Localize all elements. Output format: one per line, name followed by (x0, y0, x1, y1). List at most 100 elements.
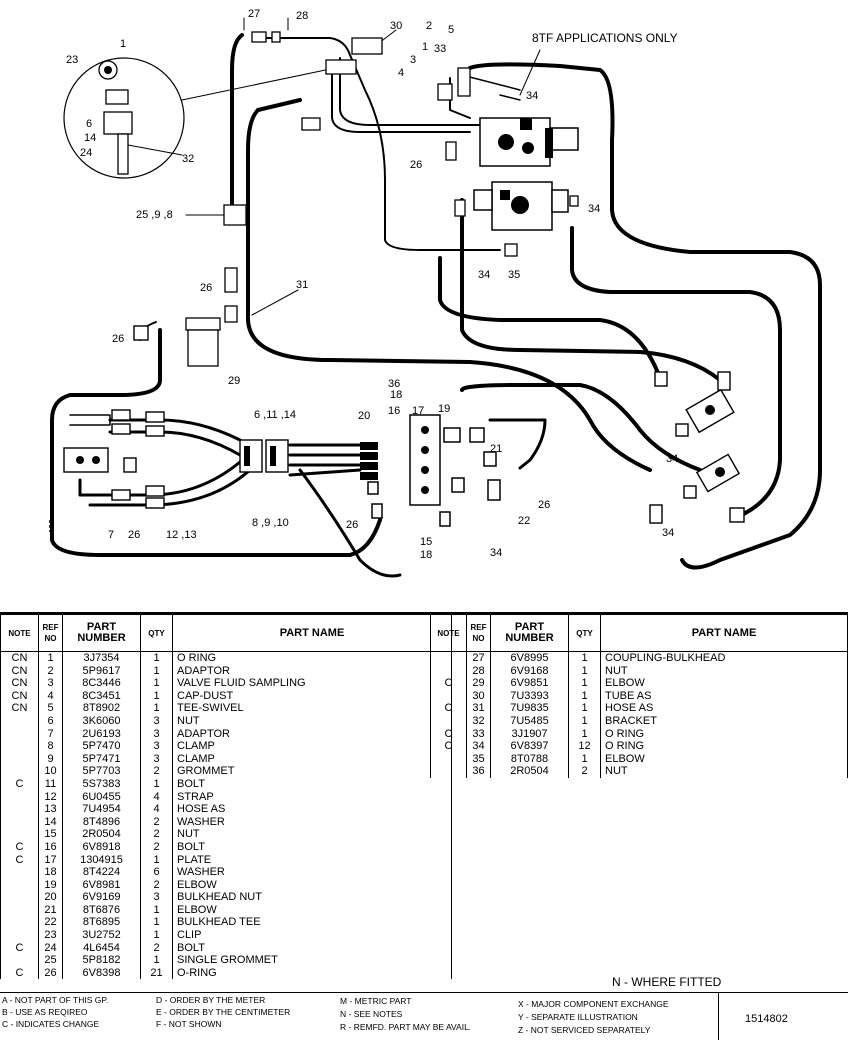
row-note (0, 740, 39, 753)
row-part-number: 8T4224 (62, 866, 141, 879)
row-qty: 3 (140, 891, 173, 904)
header-part-number: PART NUMBER (490, 614, 569, 652)
legend-b: B - USE AS REQIREO (2, 1007, 88, 1017)
callout-label: 1 (422, 41, 428, 53)
row-part-number: 6V9851 (490, 677, 569, 690)
row-ref-no: 15 (38, 828, 63, 841)
row-qty: 1 (568, 651, 601, 665)
row-ref-no: 28 (466, 664, 491, 678)
callout-label: 34 (588, 203, 600, 215)
parts-table-right: NOTE REF NO PART NUMBER QTY PART NAME 27… (430, 614, 848, 778)
callout-label: 35 (508, 269, 520, 281)
row-note: C (0, 966, 39, 980)
row-part-name: CLAMP (172, 740, 452, 753)
row-note (430, 664, 467, 678)
row-ref-no: 7 (38, 727, 63, 741)
callout-label: 2 (426, 20, 432, 32)
header-qty: QTY (140, 614, 173, 652)
row-part-number: 6U0455 (62, 790, 141, 804)
row-part-number: 5P7471 (62, 752, 141, 766)
legend-y: Y - SEPARATE ILLUSTRATION (518, 1012, 638, 1022)
row-qty: 2 (140, 815, 173, 829)
row-note (0, 727, 39, 741)
callout-label: 7 (108, 529, 114, 541)
row-part-name: TEE-SWIVEL (172, 702, 452, 715)
row-note (430, 752, 467, 766)
legend-m: M - METRIC PART (340, 996, 412, 1006)
legend-d: D - ORDER BY THE METER (156, 995, 266, 1005)
row-qty: 3 (140, 714, 173, 728)
callout-label: 26 (346, 519, 358, 531)
row-qty: 1 (140, 664, 173, 678)
row-part-number: 5S7383 (62, 777, 141, 791)
row-note (0, 954, 39, 967)
row-note (430, 714, 467, 728)
row-part-name: O-RING (172, 966, 452, 980)
row-ref-no: 9 (38, 752, 63, 766)
row-qty: 1 (568, 689, 601, 703)
callout-label: 33 (434, 43, 446, 55)
row-qty: 1 (140, 954, 173, 967)
row-ref-no: 13 (38, 803, 63, 816)
row-note: C (0, 941, 39, 955)
callout-label: 18 (420, 549, 432, 561)
row-note (0, 752, 39, 766)
row-part-number: 2R0504 (490, 765, 569, 778)
row-note: C (430, 702, 467, 715)
row-part-name: CAP-DUST (172, 689, 452, 703)
row-qty: 2 (140, 828, 173, 841)
callout-label: 30 (390, 20, 402, 32)
row-qty: 2 (140, 878, 173, 892)
row-part-number: 8C3446 (62, 677, 141, 690)
row-ref-no: 26 (38, 966, 63, 980)
row-qty: 3 (140, 727, 173, 741)
row-ref-no: 27 (466, 651, 491, 665)
row-part-number: 6V9169 (62, 891, 141, 904)
callout-label: 21 (490, 443, 502, 455)
hydraulic-diagram: 8TF APPLICATIONS ONLY 27 28 30 2 5 3 1 3… (49, 8, 822, 578)
callout-label: 15 (420, 536, 432, 548)
where-fitted-note: N - WHERE FITTED (612, 975, 722, 989)
row-part-number: 5P8182 (62, 954, 141, 967)
applications-note: 8TF APPLICATIONS ONLY (532, 31, 678, 45)
legend-x: X - MAJOR COMPONENT EXCHANGE (518, 999, 669, 1009)
callout-label: 26 (112, 333, 124, 345)
row-note (0, 929, 39, 942)
row-part-name: BULKHEAD TEE (172, 916, 452, 930)
row-ref-no: 11 (38, 777, 63, 791)
row-ref-no: 20 (38, 891, 63, 904)
row-qty: 1 (140, 689, 173, 703)
row-part-name: BOLT (172, 840, 452, 854)
row-part-number: 2R0504 (62, 828, 141, 841)
row-part-number: 5P9617 (62, 664, 141, 678)
row-part-name: BULKHEAD NUT (172, 891, 452, 904)
callout-label: 12 ,13 (166, 529, 197, 541)
row-part-number: 7U4954 (62, 803, 141, 816)
row-ref-no: 31 (466, 702, 491, 715)
row-qty: 1 (140, 916, 173, 930)
row-ref-no: 1 (38, 651, 63, 665)
row-part-number: 8T8902 (62, 702, 141, 715)
header-note: NOTE (0, 614, 39, 652)
row-ref-no: 2 (38, 664, 63, 678)
callout-label: 32 (182, 153, 194, 165)
row-qty: 2 (140, 941, 173, 955)
row-part-name: BOLT (172, 777, 452, 791)
row-ref-no: 17 (38, 853, 63, 867)
row-part-name: BOLT (172, 941, 452, 955)
callout-label: 26 (410, 159, 422, 171)
row-part-number: 5P7470 (62, 740, 141, 753)
row-ref-no: 6 (38, 714, 63, 728)
row-part-number: 6V8398 (62, 966, 141, 980)
row-part-name: WASHER (172, 815, 452, 829)
row-part-name: BRACKET (600, 714, 848, 728)
row-part-number: 4L6454 (62, 941, 141, 955)
row-part-name: O RING (600, 740, 848, 753)
row-note: CN (0, 702, 39, 715)
